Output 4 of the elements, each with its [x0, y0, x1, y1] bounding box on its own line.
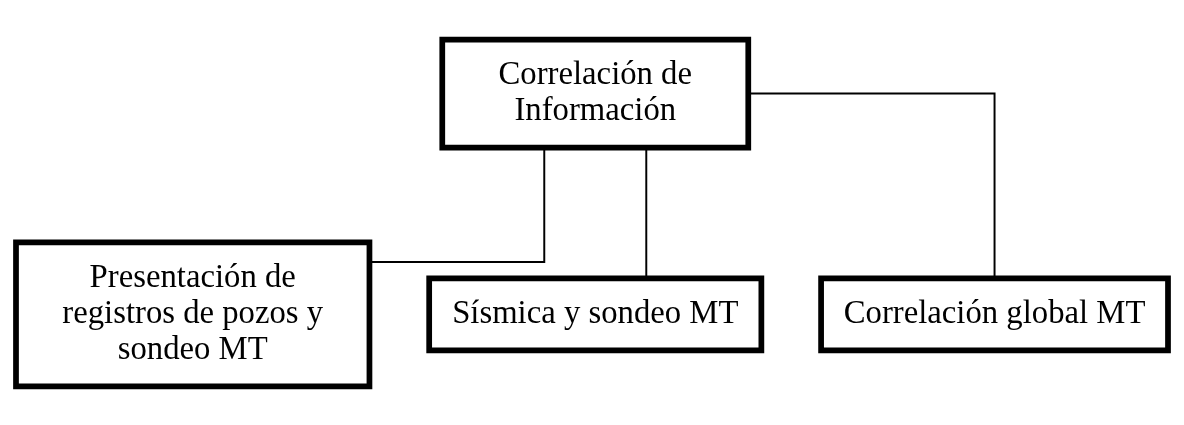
- node-box: Presentación de registros de pozos y sondeo MT: [13, 239, 373, 389]
- node-box: Correlación global MT: [818, 275, 1171, 353]
- node-box: Sísmica y sondeo MT: [426, 275, 765, 353]
- node-box: Correlación de Información: [439, 36, 752, 150]
